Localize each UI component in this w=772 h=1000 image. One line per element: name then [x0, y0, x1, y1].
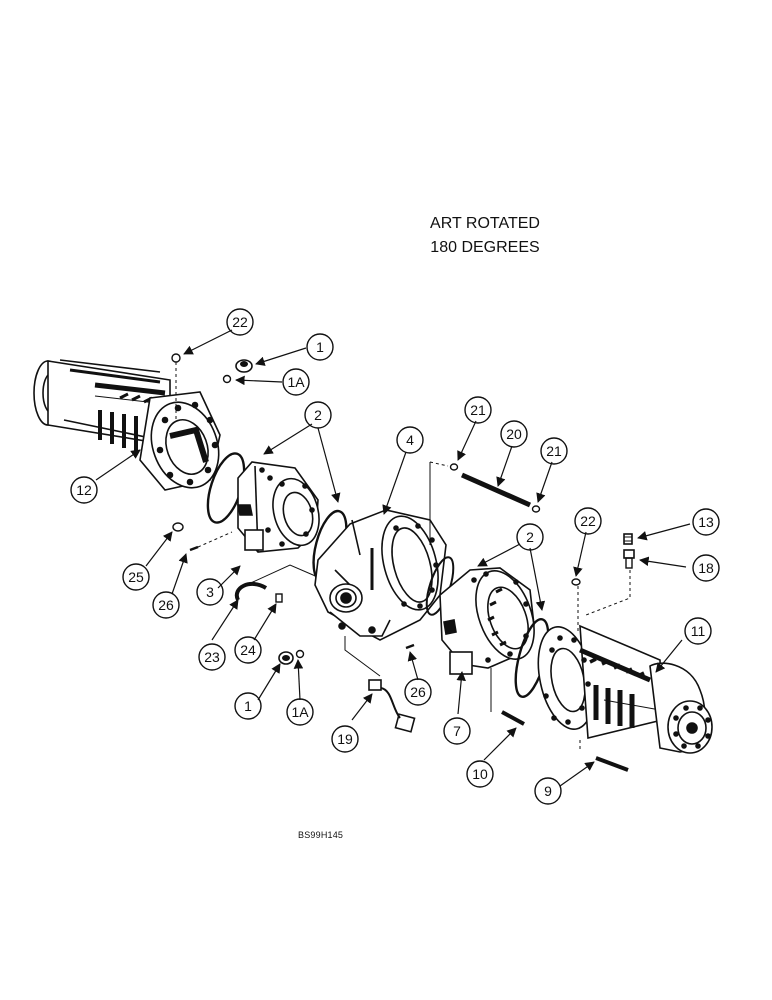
- callout-19: 19: [331, 725, 359, 753]
- callout-22-top: 22: [226, 308, 254, 336]
- callout-26-left: 26: [152, 591, 180, 619]
- callout-1-top: 1: [306, 333, 334, 361]
- svg-text:26: 26: [410, 684, 426, 700]
- svg-text:1A: 1A: [287, 374, 305, 390]
- left-axle-housing: [33, 359, 221, 491]
- svg-text:2: 2: [314, 407, 322, 423]
- plug-22-top: [171, 353, 181, 420]
- svg-text:25: 25: [128, 569, 144, 585]
- callout-1a-bottom: 1A: [286, 698, 314, 726]
- svg-text:1: 1: [244, 698, 252, 714]
- svg-text:23: 23: [204, 649, 220, 665]
- callouts: 22 1 1A 2 4 21 20 21 12 2 22 13 18 25 26…: [70, 308, 720, 805]
- svg-text:9: 9: [544, 783, 552, 799]
- leader-lines: [95, 329, 691, 787]
- callout-22-right: 22: [574, 507, 602, 535]
- svg-text:19: 19: [337, 731, 353, 747]
- svg-text:26: 26: [158, 597, 174, 613]
- callout-18: 18: [692, 554, 720, 582]
- plug-21-left: [449, 463, 459, 471]
- callout-25: 25: [122, 563, 150, 591]
- callout-2-left: 2: [304, 401, 332, 429]
- callout-7: 7: [443, 717, 471, 745]
- bolt-24: [275, 593, 283, 603]
- svg-text:1: 1: [316, 339, 324, 355]
- svg-text:13: 13: [698, 514, 714, 530]
- svg-text:1A: 1A: [291, 704, 309, 720]
- bolt-26-left: [189, 531, 233, 552]
- svg-text:18: 18: [698, 560, 714, 576]
- callout-2-right: 2: [516, 523, 544, 551]
- plug-1-top: [235, 359, 253, 373]
- right-axle-housing: [537, 624, 713, 754]
- svg-text:22: 22: [232, 314, 248, 330]
- center-housing: [314, 509, 447, 641]
- callout-26-right: 26: [404, 678, 432, 706]
- bolt-10: [490, 668, 525, 726]
- bolt-26-right: [405, 643, 415, 650]
- svg-text:4: 4: [406, 432, 414, 448]
- washer-1a-bottom: [295, 649, 305, 659]
- callout-1-bottom: 1: [234, 692, 262, 720]
- svg-text:3: 3: [206, 584, 214, 600]
- sensor-19: [344, 636, 416, 733]
- callout-23: 23: [198, 643, 226, 671]
- callout-4: 4: [396, 426, 424, 454]
- pin-20: [460, 472, 532, 508]
- bolt-9: [579, 740, 629, 772]
- callout-21-left: 21: [464, 396, 492, 424]
- callout-9: 9: [534, 777, 562, 805]
- svg-text:24: 24: [240, 642, 256, 658]
- left-carrier-housing: [237, 461, 320, 553]
- callout-13: 13: [692, 508, 720, 536]
- svg-text:22: 22: [580, 513, 596, 529]
- plug-22-right: [571, 578, 581, 632]
- washer-25: [172, 522, 184, 532]
- note-line-2: 180 DEGREES: [430, 239, 540, 256]
- plug-21-right: [531, 505, 541, 513]
- hose-23: [234, 581, 268, 601]
- callout-3: 3: [196, 578, 224, 606]
- fitting-18: [585, 549, 635, 616]
- svg-text:10: 10: [472, 766, 488, 782]
- right-carrier-housing: [439, 567, 535, 675]
- washer-1a-top: [222, 374, 232, 384]
- art-rotated-note: ART ROTATED 180 DEGREES: [405, 212, 565, 260]
- svg-text:2: 2: [526, 529, 534, 545]
- callout-20: 20: [500, 420, 528, 448]
- callout-21-right: 21: [540, 437, 568, 465]
- callout-24: 24: [234, 636, 262, 664]
- callout-10: 10: [466, 760, 494, 788]
- fitting-13: [623, 533, 633, 545]
- callout-11: 11: [684, 617, 712, 645]
- drawing-code: BS99H145: [298, 830, 344, 840]
- svg-text:11: 11: [691, 623, 706, 639]
- svg-text:21: 21: [546, 443, 562, 459]
- svg-text:21: 21: [470, 402, 486, 418]
- svg-text:12: 12: [76, 482, 92, 498]
- callout-1a-top: 1A: [282, 368, 310, 396]
- svg-text:7: 7: [453, 723, 461, 739]
- note-line-1: ART ROTATED: [430, 215, 540, 232]
- callout-12: 12: [70, 476, 98, 504]
- plug-1-bottom: [278, 651, 294, 665]
- svg-text:20: 20: [506, 426, 522, 442]
